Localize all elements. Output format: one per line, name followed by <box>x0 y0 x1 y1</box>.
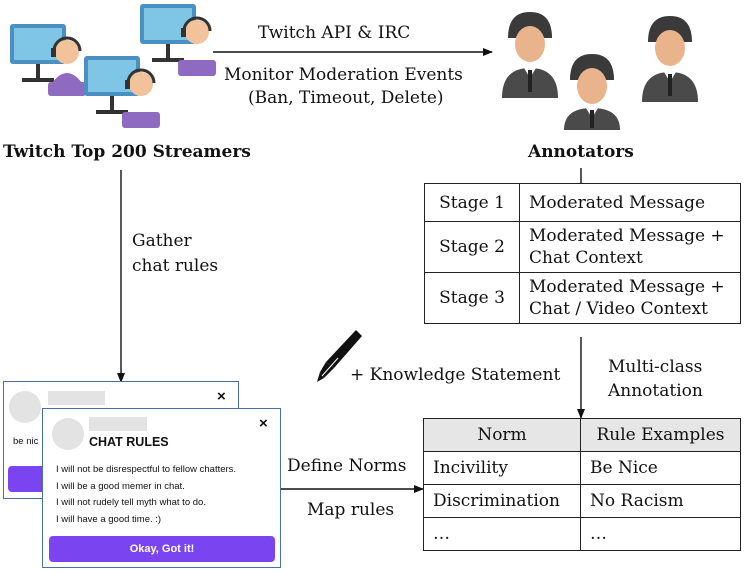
monitor-label: Monitor Moderation Events <box>224 65 463 85</box>
stage-desc-cell: Moderated Message +Chat / Video Context <box>519 272 741 324</box>
norm-cell: Incivility <box>423 451 581 485</box>
stages-table: Stage 1 Moderated Message Stage 2 Modera… <box>424 183 741 324</box>
chat-rules-title: CHAT RULES <box>89 435 169 449</box>
stage-desc-cell: Moderated Message +Chat Context <box>519 221 741 273</box>
username-placeholder <box>89 417 147 431</box>
table-row: Incivility Be Nice <box>423 451 741 485</box>
table-row: Stage 1 Moderated Message <box>424 183 741 222</box>
stage-cell: Stage 1 <box>424 183 520 222</box>
avatar <box>9 391 41 423</box>
list-item: I will not be disrespectful to fellow ch… <box>56 464 237 475</box>
list-item: I will be a good memer in chat. <box>56 480 185 492</box>
knowledge-label: + Knowledge Statement <box>350 365 561 385</box>
table-row: Discrimination No Racism <box>423 484 741 518</box>
stage-cell: Stage 3 <box>424 272 520 324</box>
streamer-icon <box>10 24 86 96</box>
streamers-label: Twitch Top 200 Streamers <box>3 142 251 162</box>
norms-table: Norm Rule Examples Incivility Be Nice Di… <box>423 418 741 551</box>
table-row: Stage 3 Moderated Message +Chat / Video … <box>424 272 741 324</box>
avatar <box>52 418 84 450</box>
streamers-illustration <box>10 4 216 128</box>
monitor-events-label: (Ban, Timeout, Delete) <box>248 88 444 108</box>
annotators-illustration <box>502 12 698 130</box>
table-row: Stage 2 Moderated Message +Chat Context <box>424 221 741 273</box>
chat-rules-card: CHAT RULES × I will not be disrespectful… <box>42 408 281 568</box>
list-item: I will have a good time. :) <box>56 513 162 525</box>
rules-list: I will not be disrespectful to fellow ch… <box>56 462 236 528</box>
column-header: Rule Examples <box>580 418 741 452</box>
norm-cell: … <box>423 517 581 551</box>
rule-snippet: be nic <box>13 436 39 447</box>
annotation-label: Annotation <box>608 381 703 401</box>
username-placeholder <box>48 391 105 405</box>
map-rules-label: Map rules <box>307 500 395 520</box>
column-header: Norm <box>423 418 581 452</box>
gather-label: Gather <box>132 231 192 251</box>
streamer-icon <box>140 4 216 76</box>
ok-button-back[interactable] <box>8 466 48 492</box>
annotators-label: Annotators <box>528 142 634 162</box>
chat-rules-label: chat rules <box>132 256 219 276</box>
table-row: … … <box>423 517 741 551</box>
stage-desc-cell: Moderated Message <box>519 183 741 222</box>
person-icon <box>642 16 698 102</box>
rule-cell: … <box>580 517 741 551</box>
multiclass-label: Multi-class <box>608 357 703 377</box>
close-icon[interactable]: × <box>217 388 226 405</box>
norm-cell: Discrimination <box>423 484 581 518</box>
define-norms-label: Define Norms <box>287 456 407 476</box>
person-icon <box>564 54 620 130</box>
person-icon <box>502 12 558 98</box>
pen-icon <box>317 330 362 382</box>
api-label: Twitch API & IRC <box>258 23 411 43</box>
stage-cell: Stage 2 <box>424 221 520 273</box>
list-item: I will not rudely tell myth what to do. <box>56 497 206 508</box>
close-icon[interactable]: × <box>259 415 268 432</box>
table-header-row: Norm Rule Examples <box>423 418 741 452</box>
streamer-icon <box>84 56 160 128</box>
okay-got-it-button[interactable]: Okay, Got it! <box>49 536 275 562</box>
rule-cell: Be Nice <box>580 451 741 485</box>
rule-cell: No Racism <box>580 484 741 518</box>
